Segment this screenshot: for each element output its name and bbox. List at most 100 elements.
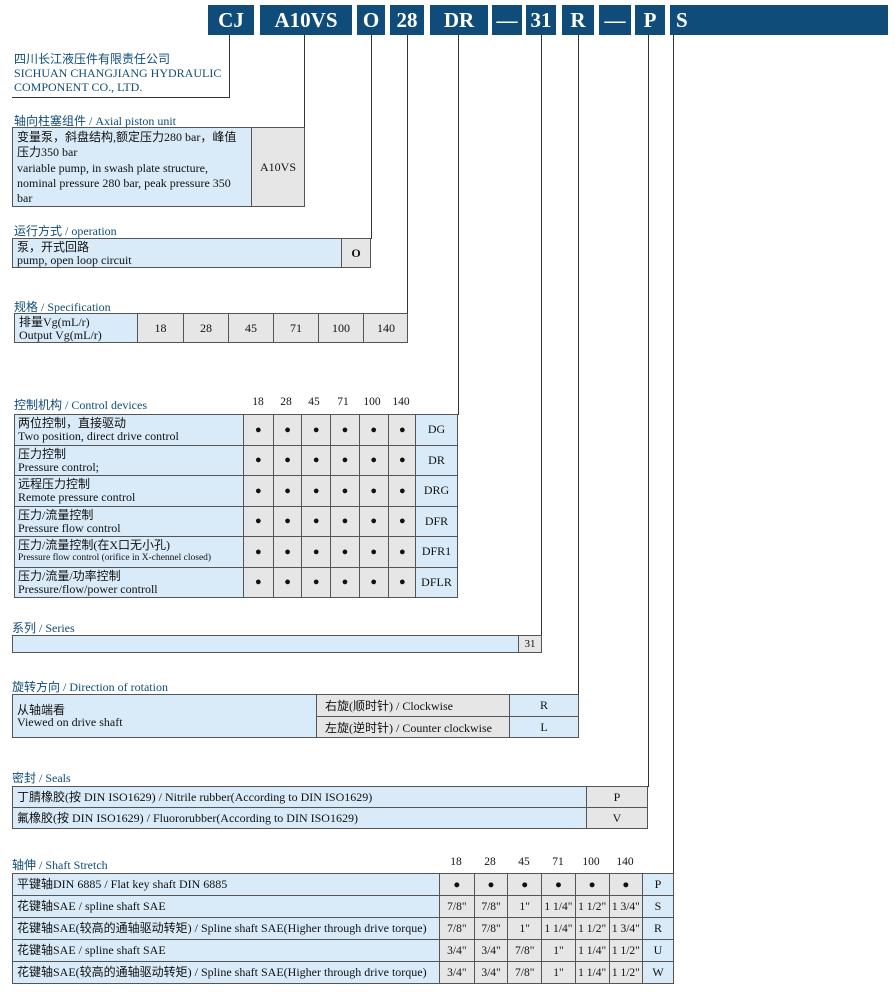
series-code: 31 xyxy=(518,635,542,653)
availability-dot: ● xyxy=(358,476,388,506)
seal-row-fluoro: 氟橡胶(按 DIN ISO1629) / Fluororubber(Accord… xyxy=(12,807,587,829)
shaft-value: 1 1/4" xyxy=(541,896,575,917)
shaft-code: U xyxy=(642,939,674,962)
rotation-ccw-code: L xyxy=(509,716,579,738)
shaft-value: 1" xyxy=(541,940,575,961)
control-size-100: 100 xyxy=(363,396,381,408)
shaft-value: 7/8" xyxy=(507,962,541,983)
control-row-dots: ●●●●●● xyxy=(243,505,416,537)
connector-cj-h xyxy=(12,97,230,98)
seal-nitrile-code: P xyxy=(586,786,648,808)
shaft-size-28: 28 xyxy=(484,856,496,868)
control-size-140: 140 xyxy=(392,396,410,408)
shaft-size-100: 100 xyxy=(582,856,600,868)
connector-rotation xyxy=(578,35,579,695)
control-code: DFLR xyxy=(415,566,458,598)
series-bar xyxy=(12,635,519,653)
code-o: O xyxy=(357,5,385,35)
operation-line-2: pump, open loop circuit xyxy=(17,253,132,267)
shaft-row-text: 花键轴SAE(较高的通轴驱动转矩) / Spline shaft SAE(Hig… xyxy=(17,921,427,935)
shaft-code: S xyxy=(642,895,674,918)
company-en-1: SICHUAN CHANGJIANG HYDRAULIC xyxy=(14,66,222,80)
availability-dot: ● xyxy=(301,415,330,445)
shaft-row-label: 花键轴SAE(较高的通轴驱动转矩) / Spline shaft SAE(Hig… xyxy=(12,917,440,940)
shaft-row-label: 花键轴SAE / spline shaft SAE xyxy=(12,939,440,962)
axial-heading: 轴向柱塞组件 / Axial piston unit xyxy=(14,114,177,128)
seals-heading: 密封 / Seals xyxy=(12,771,71,785)
availability-dot: ● xyxy=(358,506,388,536)
control-code: DFR1 xyxy=(415,536,458,568)
availability-dot: ● xyxy=(330,445,359,475)
control-row-en: Pressure flow control xyxy=(18,520,121,535)
control-row-cn: 压力/流量控制 xyxy=(18,507,94,522)
spec-heading: 规格 / Specification xyxy=(14,300,111,314)
shaft-value: 3/4" xyxy=(473,940,508,961)
code-series: 31 xyxy=(526,5,556,35)
rotation-line-1: 从轴端看 xyxy=(17,703,66,717)
spec-line-2: Output Vg(mL/r) xyxy=(19,328,102,342)
code-rotation: R xyxy=(562,5,594,35)
control-row-en: Two position, direct drive control xyxy=(18,429,179,443)
availability-dot: ● xyxy=(272,567,302,597)
spec-size-100: 100 xyxy=(318,314,363,342)
rotation-cw-code: R xyxy=(509,694,579,717)
availability-dot: ● xyxy=(358,445,388,475)
rotation-heading: 旋转方向 / Direction of rotation xyxy=(12,680,168,694)
shaft-code: P xyxy=(642,873,674,896)
axial-description-box: 变量泵，斜盘结构,额定压力280 bar，峰值 压力350 bar variab… xyxy=(12,127,252,207)
shaft-value: 1 1/2" xyxy=(574,918,609,939)
shaft-value: 7/8" xyxy=(507,940,541,961)
availability-dot: ● xyxy=(255,545,262,558)
control-code: DR xyxy=(415,444,458,476)
shaft-value: 1" xyxy=(507,896,541,917)
availability-dot: ● xyxy=(301,445,330,475)
availability-dot: ● xyxy=(272,537,302,567)
company-cn: 四川长江液压件有限责任公司 xyxy=(14,52,171,66)
availability-dot: ● xyxy=(358,567,388,597)
shaft-value: ● xyxy=(473,874,508,895)
connector-cj xyxy=(229,35,230,97)
availability-dot: ● xyxy=(255,454,262,467)
control-row-dots: ●●●●●● xyxy=(243,414,416,446)
control-row-en: Pressure/flow/power controll xyxy=(18,581,158,596)
code-cj: CJ xyxy=(208,5,254,35)
availability-dot: ● xyxy=(358,537,388,567)
shaft-value: ● xyxy=(541,874,575,895)
spec-size-140: 140 xyxy=(363,314,408,342)
company-name: 四川长江液压件有限责任公司 SICHUAN CHANGJIANG HYDRAUL… xyxy=(14,52,221,94)
control-row-cn: 压力/流量控制(在X口无小孔) xyxy=(18,538,170,552)
control-size-71: 71 xyxy=(337,396,349,408)
axial-line-1: 变量泵，斜盘结构,额定压力280 bar，峰值 xyxy=(17,130,237,144)
availability-dot: ● xyxy=(255,515,262,528)
availability-dot: ● xyxy=(387,445,417,475)
rotation-cw-text: 右旋(顺时针) / Clockwise xyxy=(325,699,453,713)
operation-code: O xyxy=(341,238,371,268)
axial-line-3: variable pump, in swash plate structure, xyxy=(17,161,208,175)
availability-dot: ● xyxy=(330,506,359,536)
series-heading: 系列 / Series xyxy=(12,621,75,635)
shaft-row-text: 花键轴SAE / spline shaft SAE xyxy=(17,899,166,913)
shaft-row-text: 平键轴DIN 6885 / Flat key shaft DIN 6885 xyxy=(17,877,228,891)
availability-dot: ● xyxy=(330,567,359,597)
seal-row-nitrile: 丁腈橡胶(按 DIN ISO1629) / Nitrile rubber(Acc… xyxy=(12,786,587,808)
connector-series xyxy=(541,35,542,635)
control-row-dots: ●●●●●● xyxy=(243,566,416,598)
shaft-value: 1 1/2" xyxy=(608,940,643,961)
connector-o xyxy=(371,35,372,239)
availability-dot: ● xyxy=(301,476,330,506)
shaft-value: 7/8" xyxy=(473,918,508,939)
availability-dot: ● xyxy=(301,506,330,536)
availability-dot: ● xyxy=(272,506,302,536)
operation-heading: 运行方式 / operation xyxy=(14,224,117,238)
shaft-row-text: 花键轴SAE / spline shaft SAE xyxy=(17,943,166,957)
company-en-2: COMPONENT CO., LTD. xyxy=(14,80,143,94)
code-control: DR xyxy=(430,5,488,35)
availability-dot: ● xyxy=(255,484,262,497)
shaft-row-label: 花键轴SAE / spline shaft SAE xyxy=(12,895,440,918)
control-code: DFR xyxy=(415,505,458,537)
shaft-row-label: 平键轴DIN 6885 / Flat key shaft DIN 6885 xyxy=(12,873,440,896)
availability-dot: ● xyxy=(387,537,417,567)
